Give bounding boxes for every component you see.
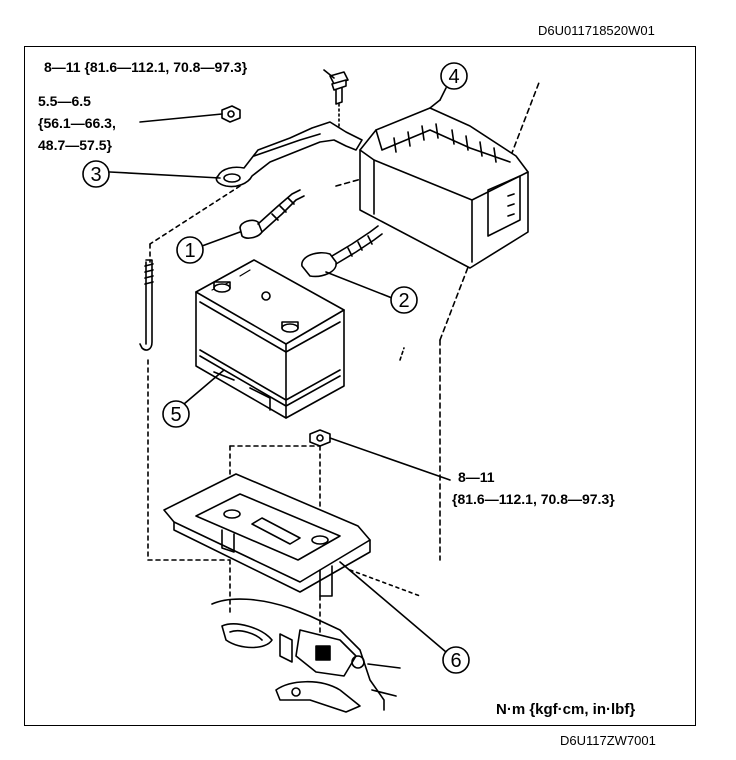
top-bolt: [329, 71, 349, 129]
svg-text:3: 3: [90, 164, 101, 186]
battery-cover: [359, 99, 529, 269]
torque-label-clamp-nut-1: 5.5—6.5: [38, 93, 91, 109]
j-hook-rod: [139, 259, 154, 351]
battery-tray: [163, 473, 371, 597]
battery: [195, 259, 345, 419]
battery-clamp-bracket: [215, 121, 363, 188]
battery-terminal-2: [281, 321, 299, 333]
torque-label-clamp-nut-3: 48.7—57.5}: [38, 137, 112, 153]
svg-text:4: 4: [448, 66, 459, 88]
svg-text:5: 5: [170, 404, 181, 426]
figure-code-bottom: D6U117ZW7001: [560, 733, 656, 748]
diagram-frame: [24, 46, 696, 726]
tray-nut: [309, 429, 331, 447]
torque-label-bolt-top: 8—11 {81.6—112.1, 70.8—97.3}: [44, 59, 248, 75]
battery-terminal-1: [213, 281, 231, 293]
vehicle-body-mount: [211, 598, 401, 713]
callout-4: 4: [440, 62, 468, 90]
callout-1: 1: [176, 236, 204, 264]
positive-cable: [301, 225, 383, 278]
callout-6: 6: [442, 646, 470, 674]
svg-text:2: 2: [398, 290, 409, 312]
callout-3: 3: [82, 160, 110, 188]
callout-2: 2: [390, 286, 418, 314]
svg-text:1: 1: [184, 240, 195, 262]
svg-text:6: 6: [450, 650, 461, 672]
torque-label-tray-nut-1: 8—11: [458, 469, 495, 485]
units-label: N·m {kgf·cm, in·lbf}: [496, 701, 636, 718]
callout-5: 5: [162, 400, 190, 428]
torque-label-tray-nut-2: {81.6—112.1, 70.8—97.3}: [452, 491, 615, 507]
figure-code-top: D6U011718520W01: [538, 23, 655, 38]
negative-cable: [239, 189, 305, 239]
torque-label-clamp-nut-2: {56.1—66.3,: [38, 115, 116, 131]
clamp-nut: [221, 105, 241, 123]
